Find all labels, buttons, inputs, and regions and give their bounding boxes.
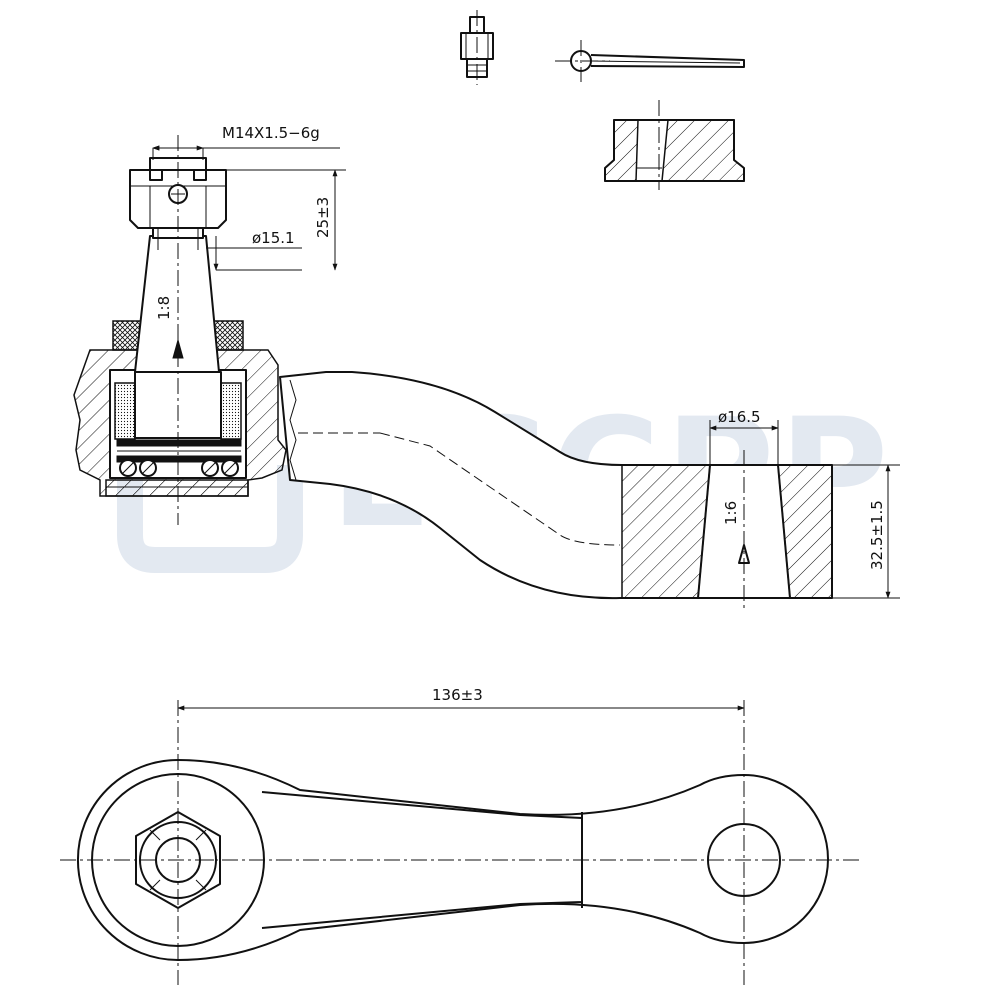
cotter-pin	[555, 40, 745, 82]
stud-length-label: 25±3	[314, 197, 332, 238]
stud-taper-label: 1:8	[155, 296, 173, 320]
castle-nut	[604, 100, 745, 190]
hole-taper-label: 1:6	[722, 501, 740, 525]
grease-fitting	[460, 10, 494, 85]
center-distance-label: 136±3	[432, 686, 483, 704]
idler-arm-side-section: 1:8 M14X1.5−6g ø15.1 25±3 1:6 ø16.5	[73, 124, 900, 612]
stud-diameter-label: ø15.1	[252, 229, 295, 247]
hole-diameter-label: ø16.5	[718, 408, 761, 426]
thread-spec-label: M14X1.5−6g	[222, 124, 320, 142]
idler-arm-top-view: 136±3	[60, 686, 860, 985]
arm-thickness-label: 32.5±1.5	[868, 500, 886, 570]
